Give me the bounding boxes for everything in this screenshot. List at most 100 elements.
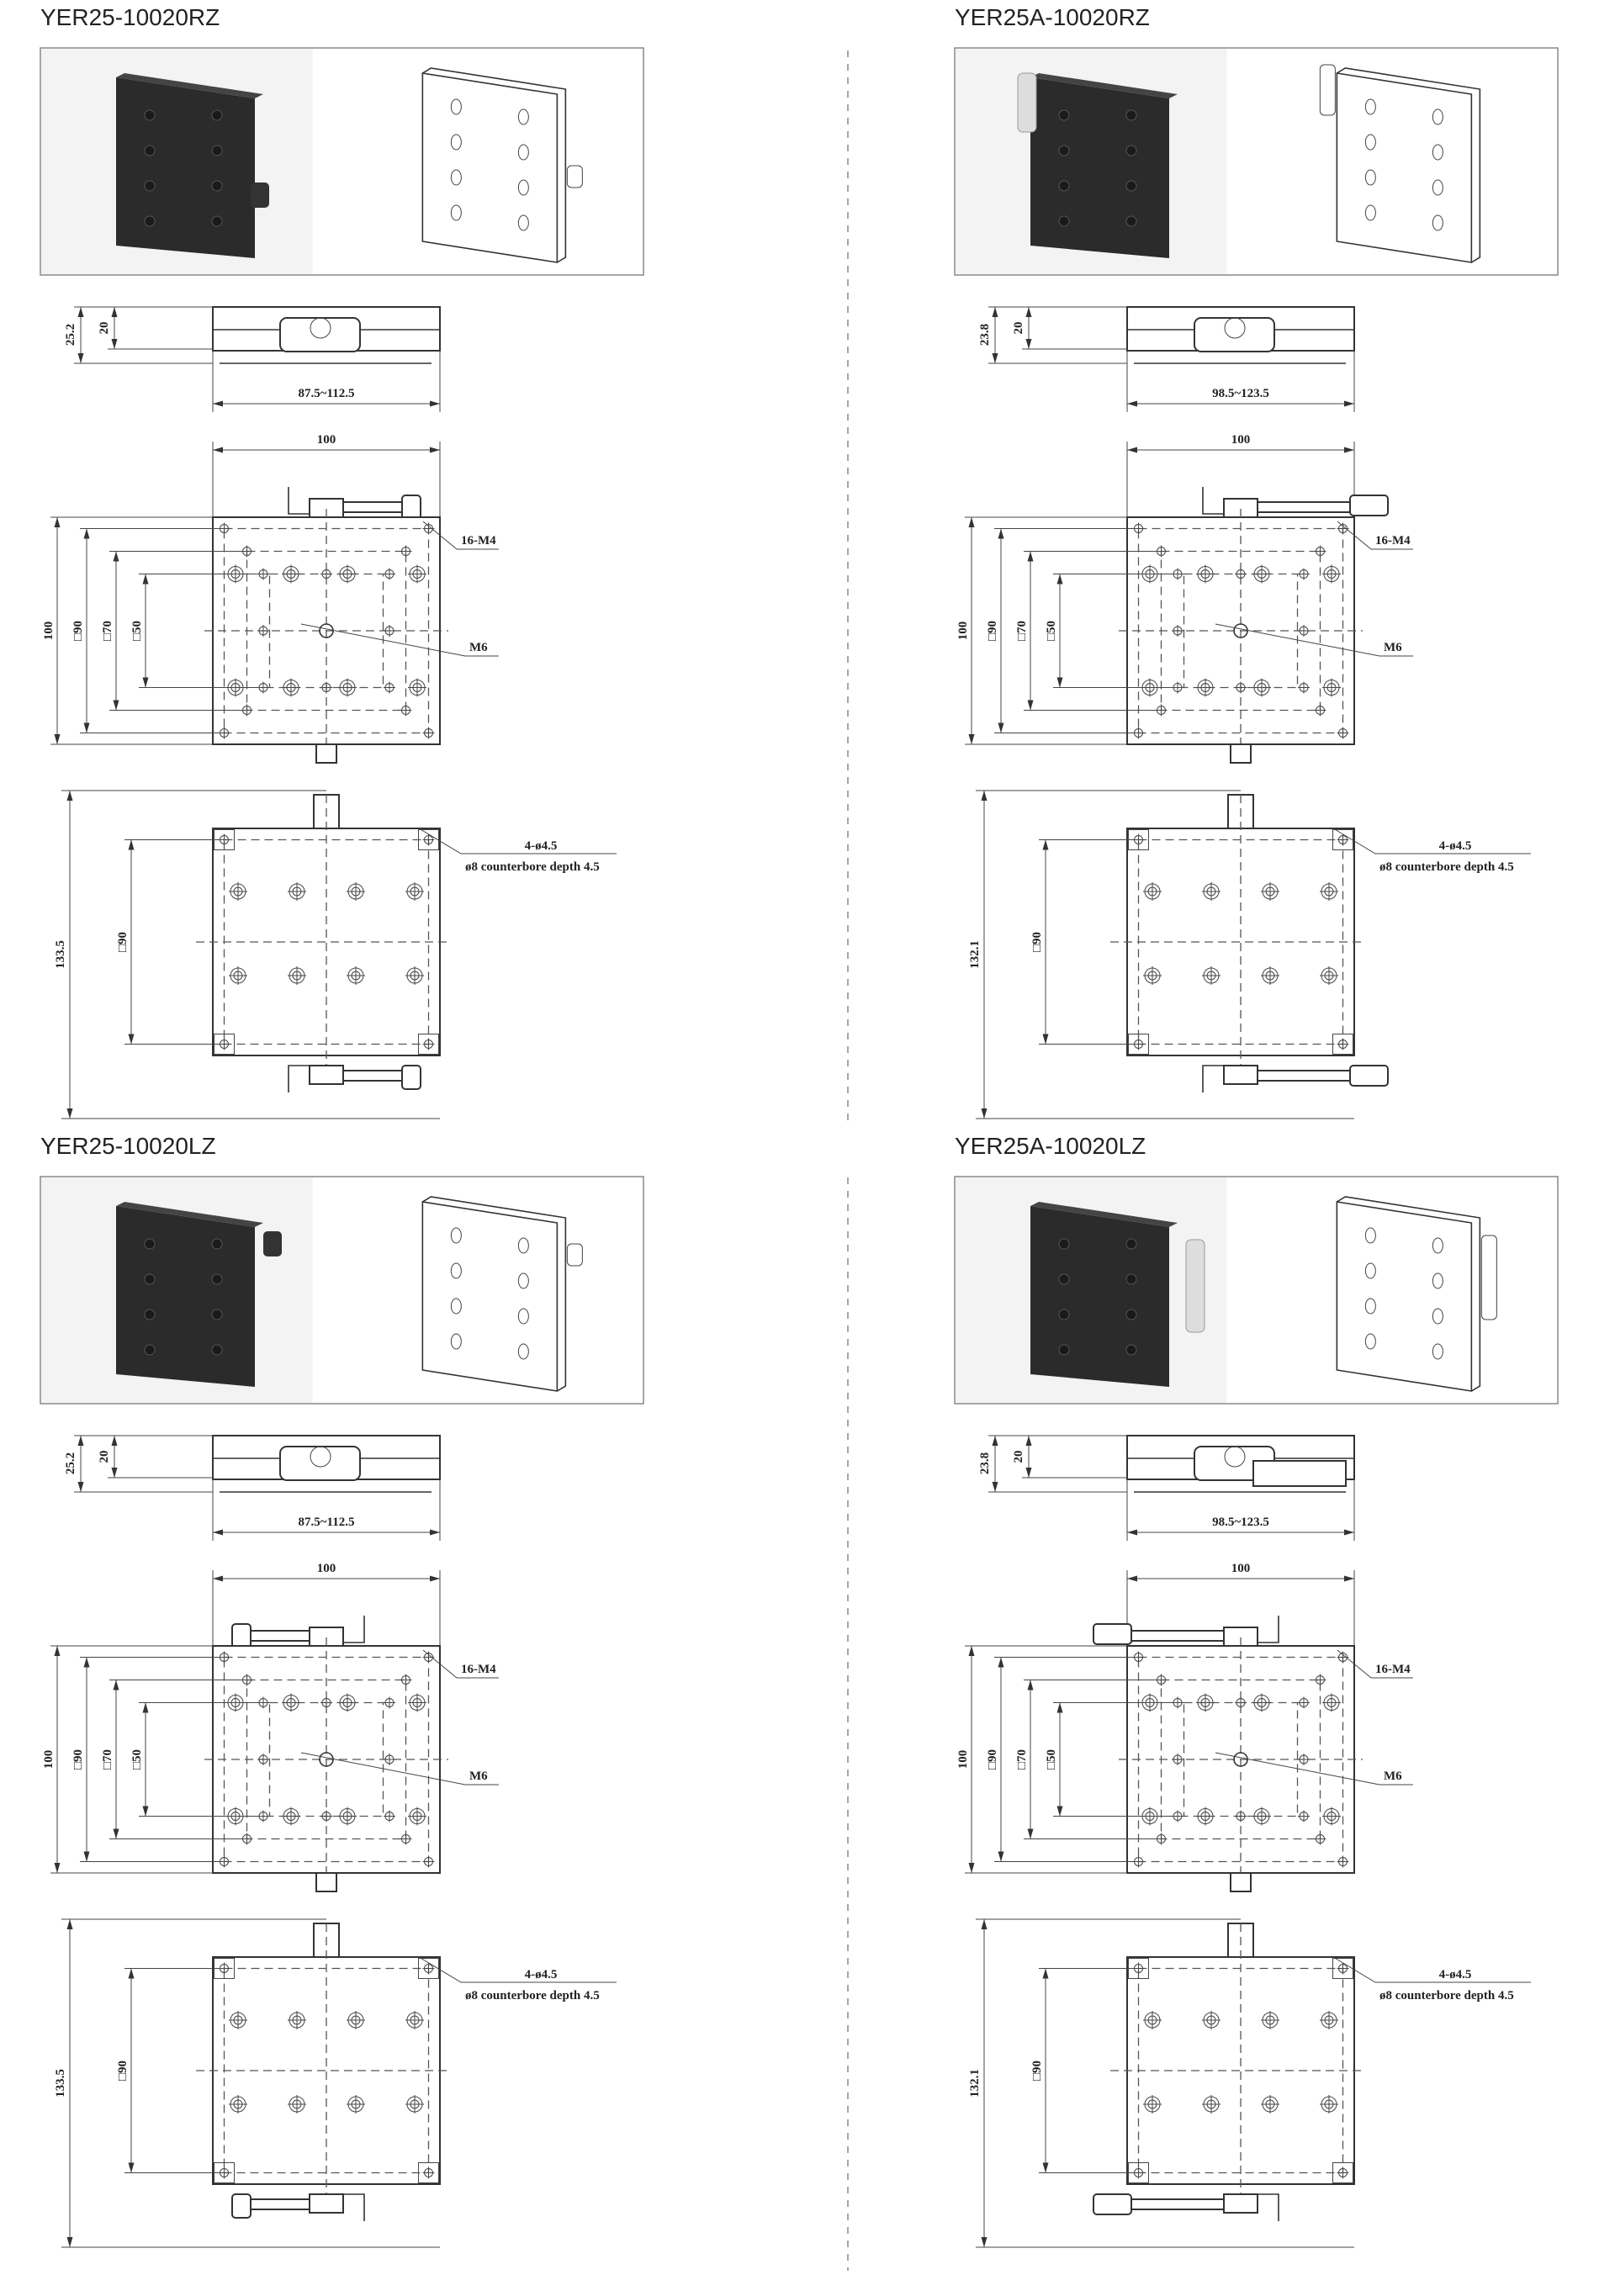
arrowhead (77, 307, 84, 317)
lock-clamp (1202, 487, 1224, 515)
stage-line-hole (517, 1272, 529, 1289)
stage-stub (315, 743, 337, 764)
arrowhead (83, 1851, 90, 1862)
arrowhead (1042, 839, 1049, 850)
arrowhead (77, 1482, 84, 1492)
knob-head (1349, 1065, 1389, 1087)
arrowhead (54, 734, 61, 744)
stage-hole (211, 145, 223, 156)
dim-sq90-label: □90 (986, 621, 999, 641)
center-hole-label: M6 (469, 641, 488, 654)
stage-stub (1230, 743, 1252, 764)
knob-line (566, 1243, 583, 1267)
stage-line-hole (1364, 1298, 1376, 1315)
arrowhead (1344, 400, 1354, 407)
stage-hole (211, 109, 223, 121)
leader-counterbore (418, 828, 617, 854)
mount-holes-label: 4-ø4.5 (525, 839, 558, 853)
dim-sq50-label: □50 (1045, 621, 1058, 641)
dim-height-label: 100 (42, 622, 56, 641)
arrowhead (1056, 1806, 1063, 1817)
leader-center (300, 623, 499, 657)
arrowhead (128, 1034, 135, 1045)
dim-height-label: 20 (1012, 1451, 1025, 1463)
dim-bottom-sq90-label: □90 (1030, 932, 1044, 952)
arrowhead (1127, 400, 1137, 407)
stage-hole (1125, 145, 1137, 156)
arrowhead (1056, 1702, 1063, 1713)
arrowhead (213, 400, 223, 407)
lock-clamp (1202, 1065, 1224, 1092)
stage-line-hole (450, 1227, 462, 1244)
arrowhead (1042, 2162, 1049, 2173)
dim-bottom-height-label: 132.1 (968, 940, 982, 969)
arrowhead (213, 1575, 223, 1582)
stage-line-hole (1364, 204, 1376, 221)
stage-line-hole (517, 1237, 529, 1254)
counterbore-label: ø8 counterbore depth 4.5 (1379, 860, 1514, 874)
arrowhead (1025, 307, 1032, 317)
stage-line-hole (517, 214, 529, 231)
arrowhead (142, 574, 149, 585)
dim-height-label: 20 (98, 322, 111, 335)
mount-holes-label: 4-ø4.5 (525, 1968, 558, 1981)
stage-hole (1058, 109, 1070, 121)
leader-counterbore (418, 1956, 617, 1983)
bottom-view: 132.1□904-ø4.5ø8 counterbore depth 4.5 (968, 790, 1531, 1119)
knob-head (1349, 495, 1389, 516)
center-hole-label: M6 (469, 1770, 488, 1783)
arrowhead (968, 517, 975, 527)
micrometer-line (1319, 64, 1336, 116)
arrowhead (998, 1657, 1004, 1668)
arrowhead (992, 1482, 998, 1492)
product-title: YER25A-10020LZ (955, 1133, 1146, 1159)
stage-hole (1125, 215, 1137, 227)
knob-mount (309, 1065, 344, 1085)
stage-hole (211, 1309, 223, 1320)
lock-clamp (343, 1616, 365, 1643)
dim-sq70-label: □70 (101, 1749, 114, 1770)
arrowhead (981, 1919, 988, 1929)
stage-hole (144, 1344, 156, 1356)
stage-hole (144, 1309, 156, 1320)
side-micrometer (1252, 1460, 1347, 1487)
micrometer-photo (1185, 1239, 1205, 1333)
counterbore-label: ø8 counterbore depth 4.5 (465, 860, 600, 874)
arrowhead (992, 307, 998, 317)
arrowhead (128, 839, 135, 850)
dim-height-label: 100 (956, 622, 970, 641)
dim-bottom-sq90-label: □90 (1030, 2061, 1044, 2081)
knob-shaft (342, 1070, 403, 1082)
arrowhead (213, 447, 223, 453)
holes-label: 16-M4 (461, 534, 496, 548)
stage-line-hole (1432, 144, 1443, 161)
arrowhead (968, 734, 975, 744)
arrowhead (981, 2237, 988, 2247)
holes-label: 16-M4 (1375, 534, 1411, 548)
stage-line-hole (1432, 1308, 1443, 1325)
knob-head (1093, 2193, 1132, 2215)
center-hole (1233, 623, 1248, 638)
dim-height-label: 20 (1012, 322, 1025, 335)
stage-photo-edge (1030, 1202, 1178, 1227)
leader-counterbore (1332, 1956, 1531, 1983)
knob-mount (1223, 2193, 1258, 2214)
dim-bottom-height-label: 132.1 (968, 2069, 982, 2098)
arrowhead (66, 1108, 73, 1119)
arrowhead (998, 1851, 1004, 1862)
dim-sq90-label: □90 (71, 621, 85, 641)
holes-label: 16-M4 (1375, 1663, 1411, 1676)
stage-line-hole (1432, 108, 1443, 125)
counterbore (1332, 1034, 1353, 1055)
arrowhead (128, 2162, 135, 2173)
arrowhead (1027, 700, 1034, 711)
arrowhead (430, 447, 440, 453)
stage-line-hole (1364, 98, 1376, 115)
knob-mount (309, 2193, 344, 2214)
arrowhead (1344, 1575, 1354, 1582)
